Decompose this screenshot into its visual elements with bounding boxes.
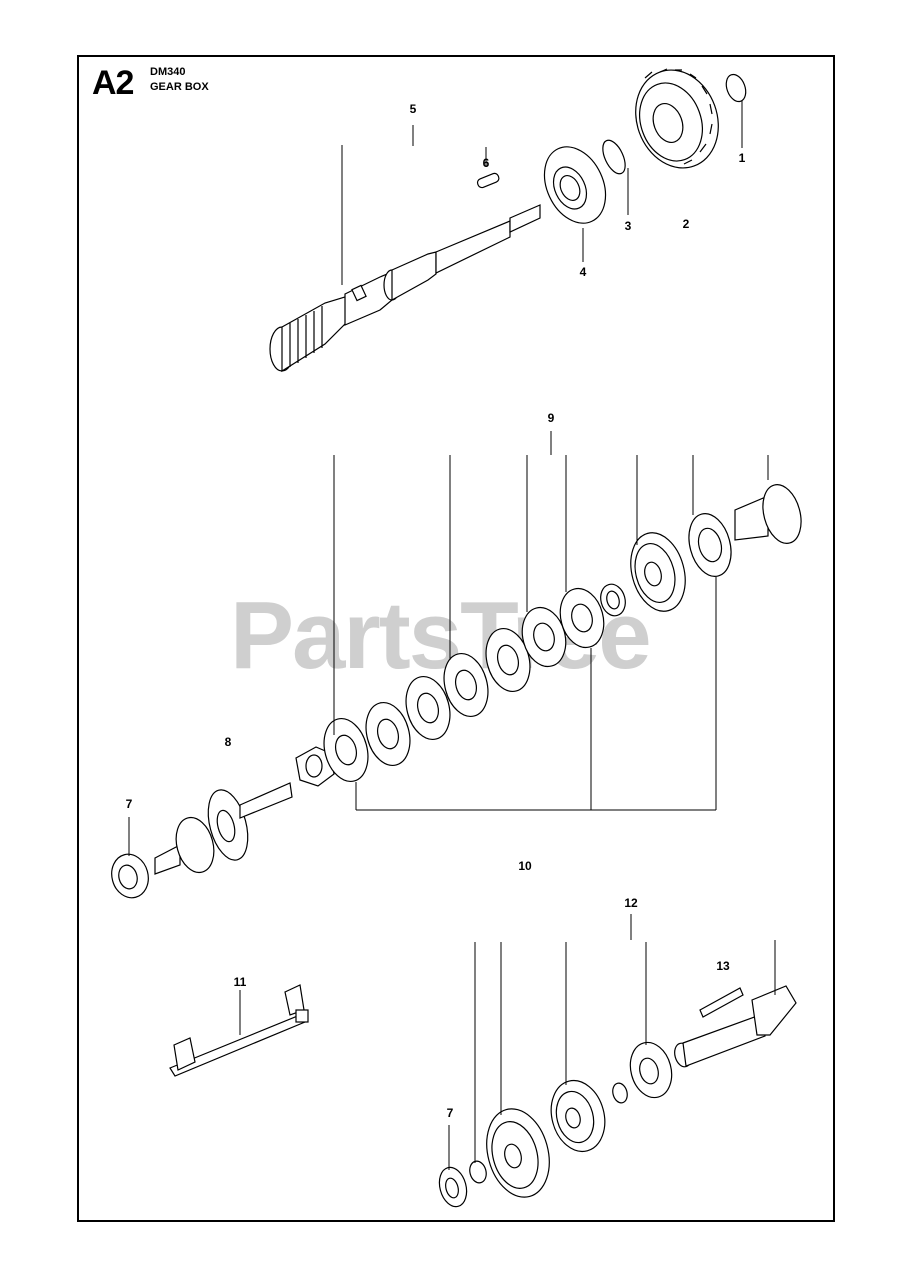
part-pinion-shaft[interactable]: [154, 782, 293, 877]
part-gear-middle[interactable]: [623, 509, 738, 617]
part-nut[interactable]: [295, 746, 335, 787]
callout-10: 10: [518, 859, 532, 873]
part-gear-top[interactable]: [622, 58, 731, 179]
section-code: A2: [92, 64, 134, 102]
callout-8: 8: [225, 735, 232, 749]
part-gears-bottom[interactable]: [467, 1074, 629, 1204]
callout-9: 9: [548, 411, 555, 425]
leader-lines-bottom: [239, 914, 776, 1170]
part-clutch-gear[interactable]: [624, 1038, 677, 1102]
part-bearing-bottom[interactable]: [435, 1164, 470, 1209]
callout-13: 13: [716, 959, 730, 973]
callout-2: 2: [683, 217, 690, 231]
leader-lines-top: [341, 100, 743, 285]
callout-1: 1: [739, 151, 746, 165]
part-output-shaft[interactable]: [672, 985, 797, 1069]
part-circlip-top[interactable]: [723, 72, 749, 104]
part-bearing-top[interactable]: [533, 137, 618, 233]
model-name: DM340: [150, 66, 186, 78]
callout-5: 5: [410, 102, 417, 116]
drawing-frame: [77, 55, 835, 1222]
part-main-shaft[interactable]: [269, 204, 541, 373]
callout-6: 6: [483, 156, 490, 170]
part-circlip-small[interactable]: [598, 137, 630, 177]
callout-11: 11: [234, 975, 247, 989]
callout-12: 12: [624, 896, 638, 910]
diagram-title: GEAR BOX: [150, 81, 209, 93]
callout-7-bottom: 7: [447, 1106, 454, 1120]
part-lever-shaft[interactable]: [169, 984, 309, 1077]
callout-3: 3: [625, 219, 632, 233]
part-shim-stack[interactable]: [317, 581, 628, 786]
callout-7-middle: 7: [126, 797, 133, 811]
part-key[interactable]: [476, 172, 500, 189]
part-bearing-left[interactable]: [107, 850, 153, 902]
callout-4: 4: [580, 265, 587, 279]
part-spacer-right[interactable]: [734, 480, 807, 547]
leader-lines-middle: [128, 431, 769, 856]
